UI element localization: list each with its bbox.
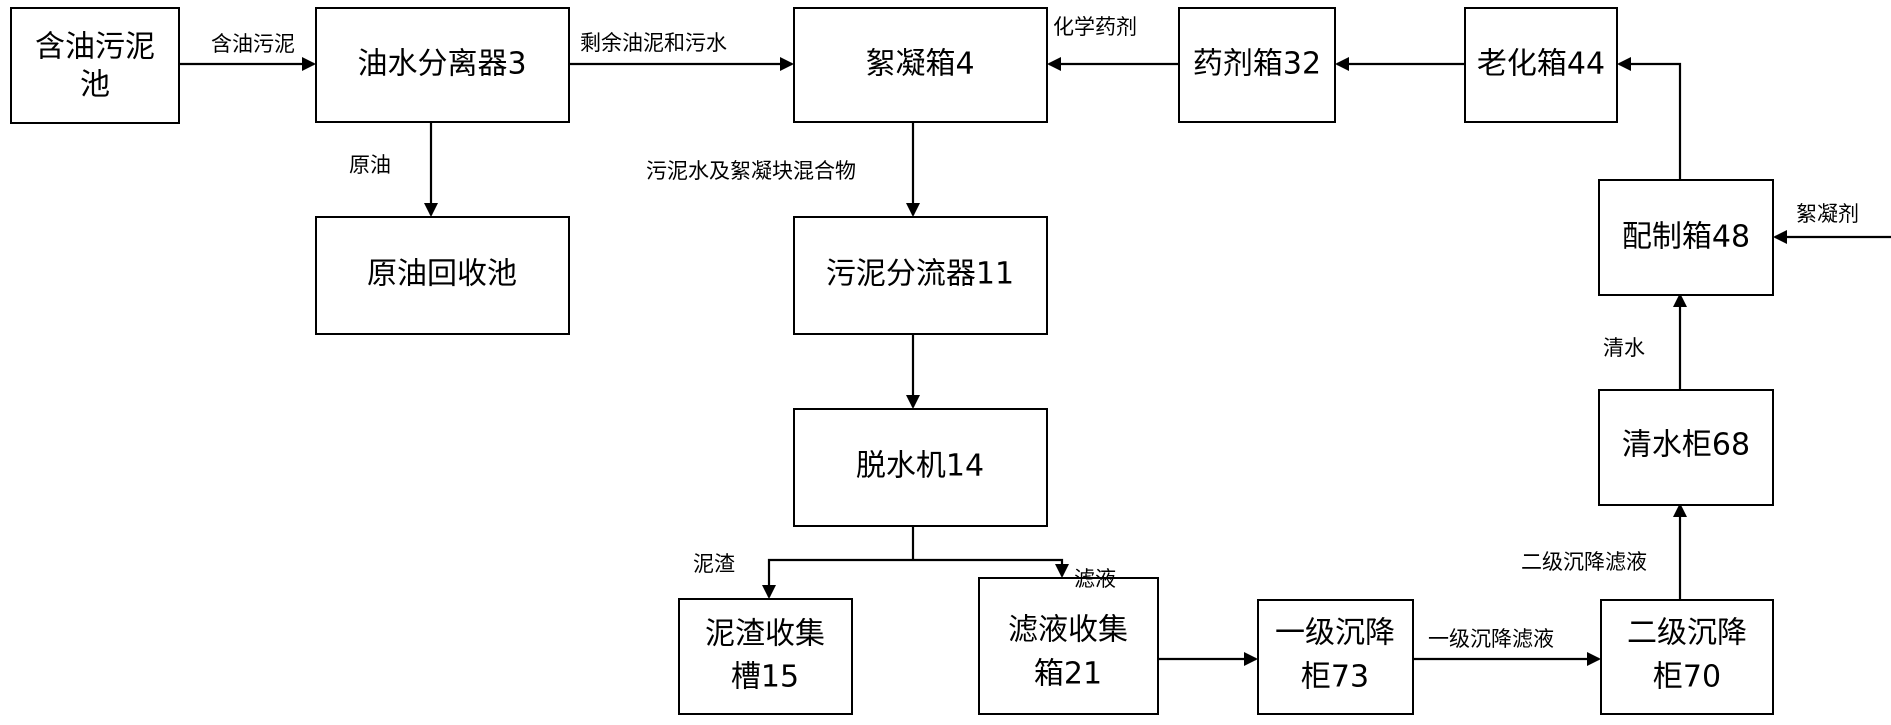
node-label: 含油污泥 — [35, 30, 155, 65]
arrow-dehydrator-to-residue — [762, 558, 913, 599]
edge-label-remaining-oil-sludge-wastewater: 剩余油泥和污水 — [580, 31, 727, 55]
edge-label-crude-oil: 原油 — [349, 153, 391, 177]
node-label: 箱21 — [1034, 657, 1102, 692]
node-sludge-diverter: 污泥分流器11 — [793, 216, 1048, 335]
node-label: 一级沉降 — [1275, 616, 1395, 651]
edge-label-chemicals: 化学药剂 — [1053, 15, 1137, 39]
node-label: 脱水机14 — [856, 449, 984, 484]
node-label: 老化箱44 — [1477, 47, 1605, 82]
node-label: 滤液收集 — [1008, 613, 1128, 648]
edge-label-secondary-settling-filtrate: 二级沉降滤液 — [1521, 550, 1647, 574]
node-oil-sludge-pool: 含油污泥 池 — [10, 7, 180, 124]
node-label: 清水柜68 — [1622, 428, 1750, 463]
node-label: 泥渣收集 — [705, 617, 825, 652]
node-label: 药剂箱32 — [1193, 47, 1321, 82]
edge-label-flocculant: 絮凝剂 — [1796, 202, 1859, 226]
edge-label-clean-water: 清水 — [1603, 336, 1645, 360]
edge-label-sludge-water-floc-mixture: 污泥水及絮凝块混合物 — [646, 159, 856, 183]
node-aging-tank: 老化箱44 — [1464, 7, 1618, 123]
edge-labels: 含油污泥 剩余油泥和污水 化学药剂 原油 污泥水及絮凝块混合物 絮凝剂 清水 泥… — [211, 15, 1859, 651]
node-label: 槽15 — [731, 660, 799, 695]
node-clean-water-cabinet: 清水柜68 — [1598, 389, 1774, 506]
node-flocculation-tank: 絮凝箱4 — [793, 7, 1048, 123]
connectors — [179, 57, 1891, 666]
edge-label-primary-settling-filtrate: 一级沉降滤液 — [1428, 627, 1554, 651]
node-primary-settling-cabinet: 一级沉降 柜73 — [1257, 599, 1414, 715]
node-label: 絮凝箱4 — [865, 47, 974, 82]
node-label: 池 — [80, 68, 110, 103]
node-label: 二级沉降 — [1627, 616, 1747, 651]
node-label: 配制箱48 — [1622, 220, 1750, 255]
node-preparation-tank: 配制箱48 — [1598, 179, 1774, 296]
node-label: 柜70 — [1653, 660, 1721, 695]
node-dehydrator: 脱水机14 — [793, 408, 1048, 527]
node-label: 柜73 — [1301, 660, 1369, 695]
edge-label-filtrate: 滤液 — [1074, 567, 1116, 591]
node-label: 污泥分流器11 — [826, 257, 1014, 292]
arrow-dehydrator-to-filtrate — [913, 558, 1069, 578]
node-label: 原油回收池 — [367, 257, 517, 292]
arrow-preparation-to-aging — [1617, 57, 1682, 180]
node-sludge-residue-trough: 泥渣收集 槽15 — [678, 598, 853, 715]
node-label: 油水分离器3 — [357, 47, 526, 82]
node-filtrate-collection-tank: 滤液收集 箱21 — [978, 577, 1159, 715]
node-secondary-settling-cabinet: 二级沉降 柜70 — [1600, 599, 1774, 715]
edge-label-mud-residue: 泥渣 — [693, 552, 735, 576]
node-crude-oil-recovery-pool: 原油回收池 — [315, 216, 570, 335]
node-oil-water-separator: 油水分离器3 — [315, 7, 570, 123]
node-chemical-tank: 药剂箱32 — [1178, 7, 1336, 123]
edge-label-oily-sludge: 含油污泥 — [211, 32, 295, 56]
